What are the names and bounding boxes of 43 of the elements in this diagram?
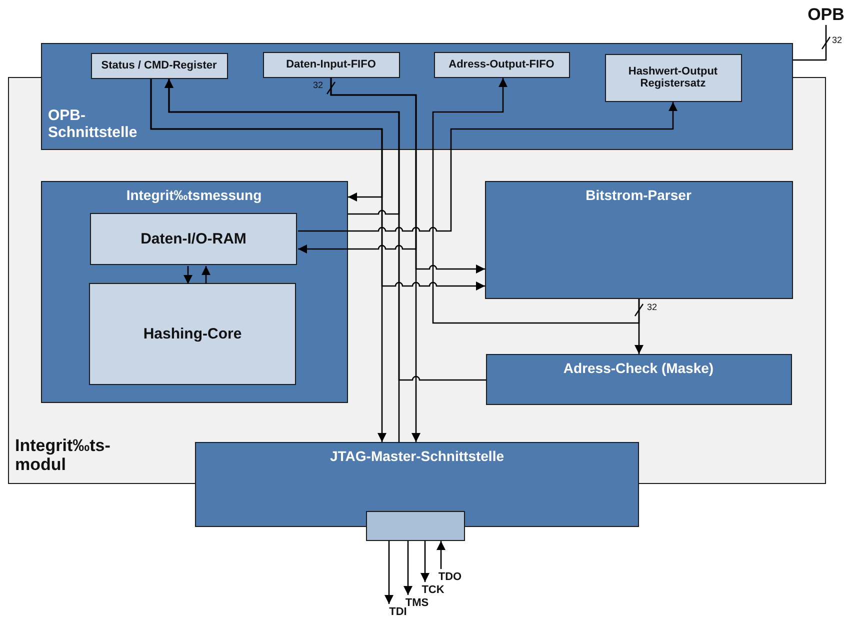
- block-box: [41, 43, 793, 150]
- block-title: Hashing-Core: [142, 325, 243, 343]
- block-box: [484, 180, 792, 298]
- block-box: [89, 283, 296, 385]
- block-box: [195, 442, 639, 527]
- block-box: [604, 54, 742, 102]
- block-title: Daten-I/O-RAM: [140, 230, 248, 248]
- arrow: [384, 541, 394, 604]
- bus-width-label: 32: [313, 81, 324, 90]
- arrow: [184, 266, 192, 284]
- arrow: [298, 102, 678, 232]
- arrow: [420, 541, 430, 582]
- block-title: Adress-Check (Maske): [562, 360, 715, 376]
- arrow: [436, 541, 446, 569]
- block-box: [434, 52, 570, 78]
- connector-line: [793, 25, 827, 61]
- bus-width-label: 32: [647, 303, 658, 312]
- block-title: JTAG-Master-Schnittstelle: [329, 448, 505, 464]
- block-title: Integrit‰ts- modul: [15, 436, 112, 475]
- block-title: OPB- Schnittstelle: [48, 106, 138, 141]
- signal-label: OPB: [806, 3, 846, 25]
- arrow: [634, 299, 644, 354]
- block-title: Bitstrom-Parser: [584, 186, 692, 203]
- block-title: Status / CMD-Register: [100, 59, 218, 72]
- block-title: Hashwert-Output Registersatz: [627, 64, 719, 90]
- block-title: Daten-Input-FIFO: [285, 58, 377, 71]
- block-box: [90, 213, 297, 265]
- arrow: [330, 78, 420, 442]
- arrow: [404, 541, 412, 595]
- block-box: [40, 180, 348, 402]
- arrow: [150, 79, 485, 290]
- signal-label: TDI: [384, 604, 412, 620]
- bus-width-label: 32: [832, 36, 842, 45]
- block-box: [90, 52, 228, 78]
- signal-label: TCK: [418, 582, 448, 598]
- block-title: Adress-Output-FIFO: [448, 58, 556, 71]
- signal-label: TDO: [434, 569, 466, 585]
- block-box: [486, 354, 792, 404]
- port-box: [366, 511, 465, 541]
- block-box: [262, 52, 400, 78]
- block-title: Integrit‰tsmessung: [125, 186, 263, 203]
- arrow: [432, 78, 640, 324]
- arrow: [202, 266, 210, 284]
